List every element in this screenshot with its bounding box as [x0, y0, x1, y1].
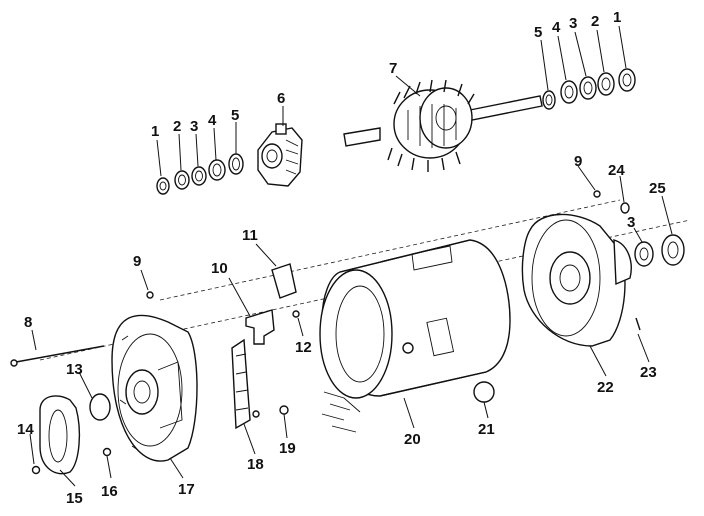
callout-5-right: 5 [534, 24, 542, 41]
part-20-stator-housing [319, 239, 511, 433]
callout-10: 10 [211, 260, 228, 277]
callout-9-right: 9 [574, 153, 582, 170]
part-3-ring-right-end [634, 241, 654, 267]
ring-5-right [542, 90, 556, 110]
leader-lines [29, 25, 673, 487]
part-12-screw [292, 310, 300, 318]
part-19-screw [279, 405, 289, 415]
part-15-cover-plate [39, 395, 81, 475]
part-17-front-end-bell [111, 314, 198, 462]
callout-14: 14 [17, 421, 34, 438]
callout-9-left: 9 [133, 253, 141, 270]
part-22-rear-end-bell [521, 213, 632, 347]
callout-4-right: 4 [552, 19, 561, 36]
part-24-washer [620, 202, 630, 214]
ring-1-left [156, 177, 170, 195]
part-21-plug [473, 381, 495, 403]
callout-4-left: 4 [208, 112, 217, 129]
callout-8: 8 [24, 314, 32, 331]
part-8-through-bolt [10, 345, 105, 367]
callout-7: 7 [389, 60, 397, 77]
callout-3-right-end: 3 [627, 214, 635, 231]
assembly-axis-upper [159, 199, 621, 301]
part-14-screw [31, 465, 41, 475]
part-10-bracket [245, 309, 275, 345]
callout-17: 17 [178, 481, 195, 498]
callout-3-left: 3 [190, 118, 198, 135]
callout-16: 16 [101, 483, 118, 500]
part-7-rotor [343, 79, 543, 172]
part-25-ring [661, 234, 685, 266]
callout-12: 12 [295, 339, 312, 356]
callout-15: 15 [66, 490, 83, 507]
callout-5-left: 5 [231, 107, 239, 124]
callout-21: 21 [478, 421, 495, 438]
ring-4-right [560, 80, 578, 104]
callout-11: 11 [242, 227, 258, 244]
part-9-screw-right [593, 190, 601, 198]
part-18-terminal-board [231, 338, 251, 430]
part-16-screw [102, 447, 112, 457]
callout-13: 13 [66, 361, 83, 378]
ring-2-left [174, 170, 190, 190]
ring-3-left [191, 166, 207, 186]
part-6-centrifugal-switch [257, 123, 303, 187]
callout-23: 23 [640, 364, 657, 381]
callout-1-left: 1 [151, 123, 159, 140]
callout-2-left: 2 [173, 118, 181, 135]
callout-labels: 1 2 3 4 5 6 7 5 4 3 2 1 8 9 10 11 12 13 … [17, 9, 666, 507]
callout-24: 24 [608, 162, 625, 179]
part-9-screw-left [146, 291, 154, 299]
callout-22: 22 [597, 379, 614, 396]
callout-6: 6 [277, 90, 285, 107]
ring-3-right [579, 76, 597, 100]
callout-25: 25 [649, 180, 666, 197]
ring-4-left [208, 159, 226, 181]
ring-5-left [228, 153, 244, 175]
callout-3-right: 3 [569, 15, 577, 32]
part-23-screw [635, 317, 641, 331]
callout-2-right: 2 [591, 13, 599, 30]
part-13-cap [89, 393, 111, 421]
callout-19: 19 [279, 440, 296, 457]
callout-20: 20 [404, 431, 421, 448]
part-11-terminal-switch [271, 263, 297, 299]
callout-1-right: 1 [613, 9, 621, 26]
right-ring-stack [542, 68, 636, 110]
callout-18: 18 [247, 456, 264, 473]
ring-1-right [618, 68, 636, 92]
left-ring-stack [156, 153, 244, 195]
ring-2-right [597, 72, 615, 96]
